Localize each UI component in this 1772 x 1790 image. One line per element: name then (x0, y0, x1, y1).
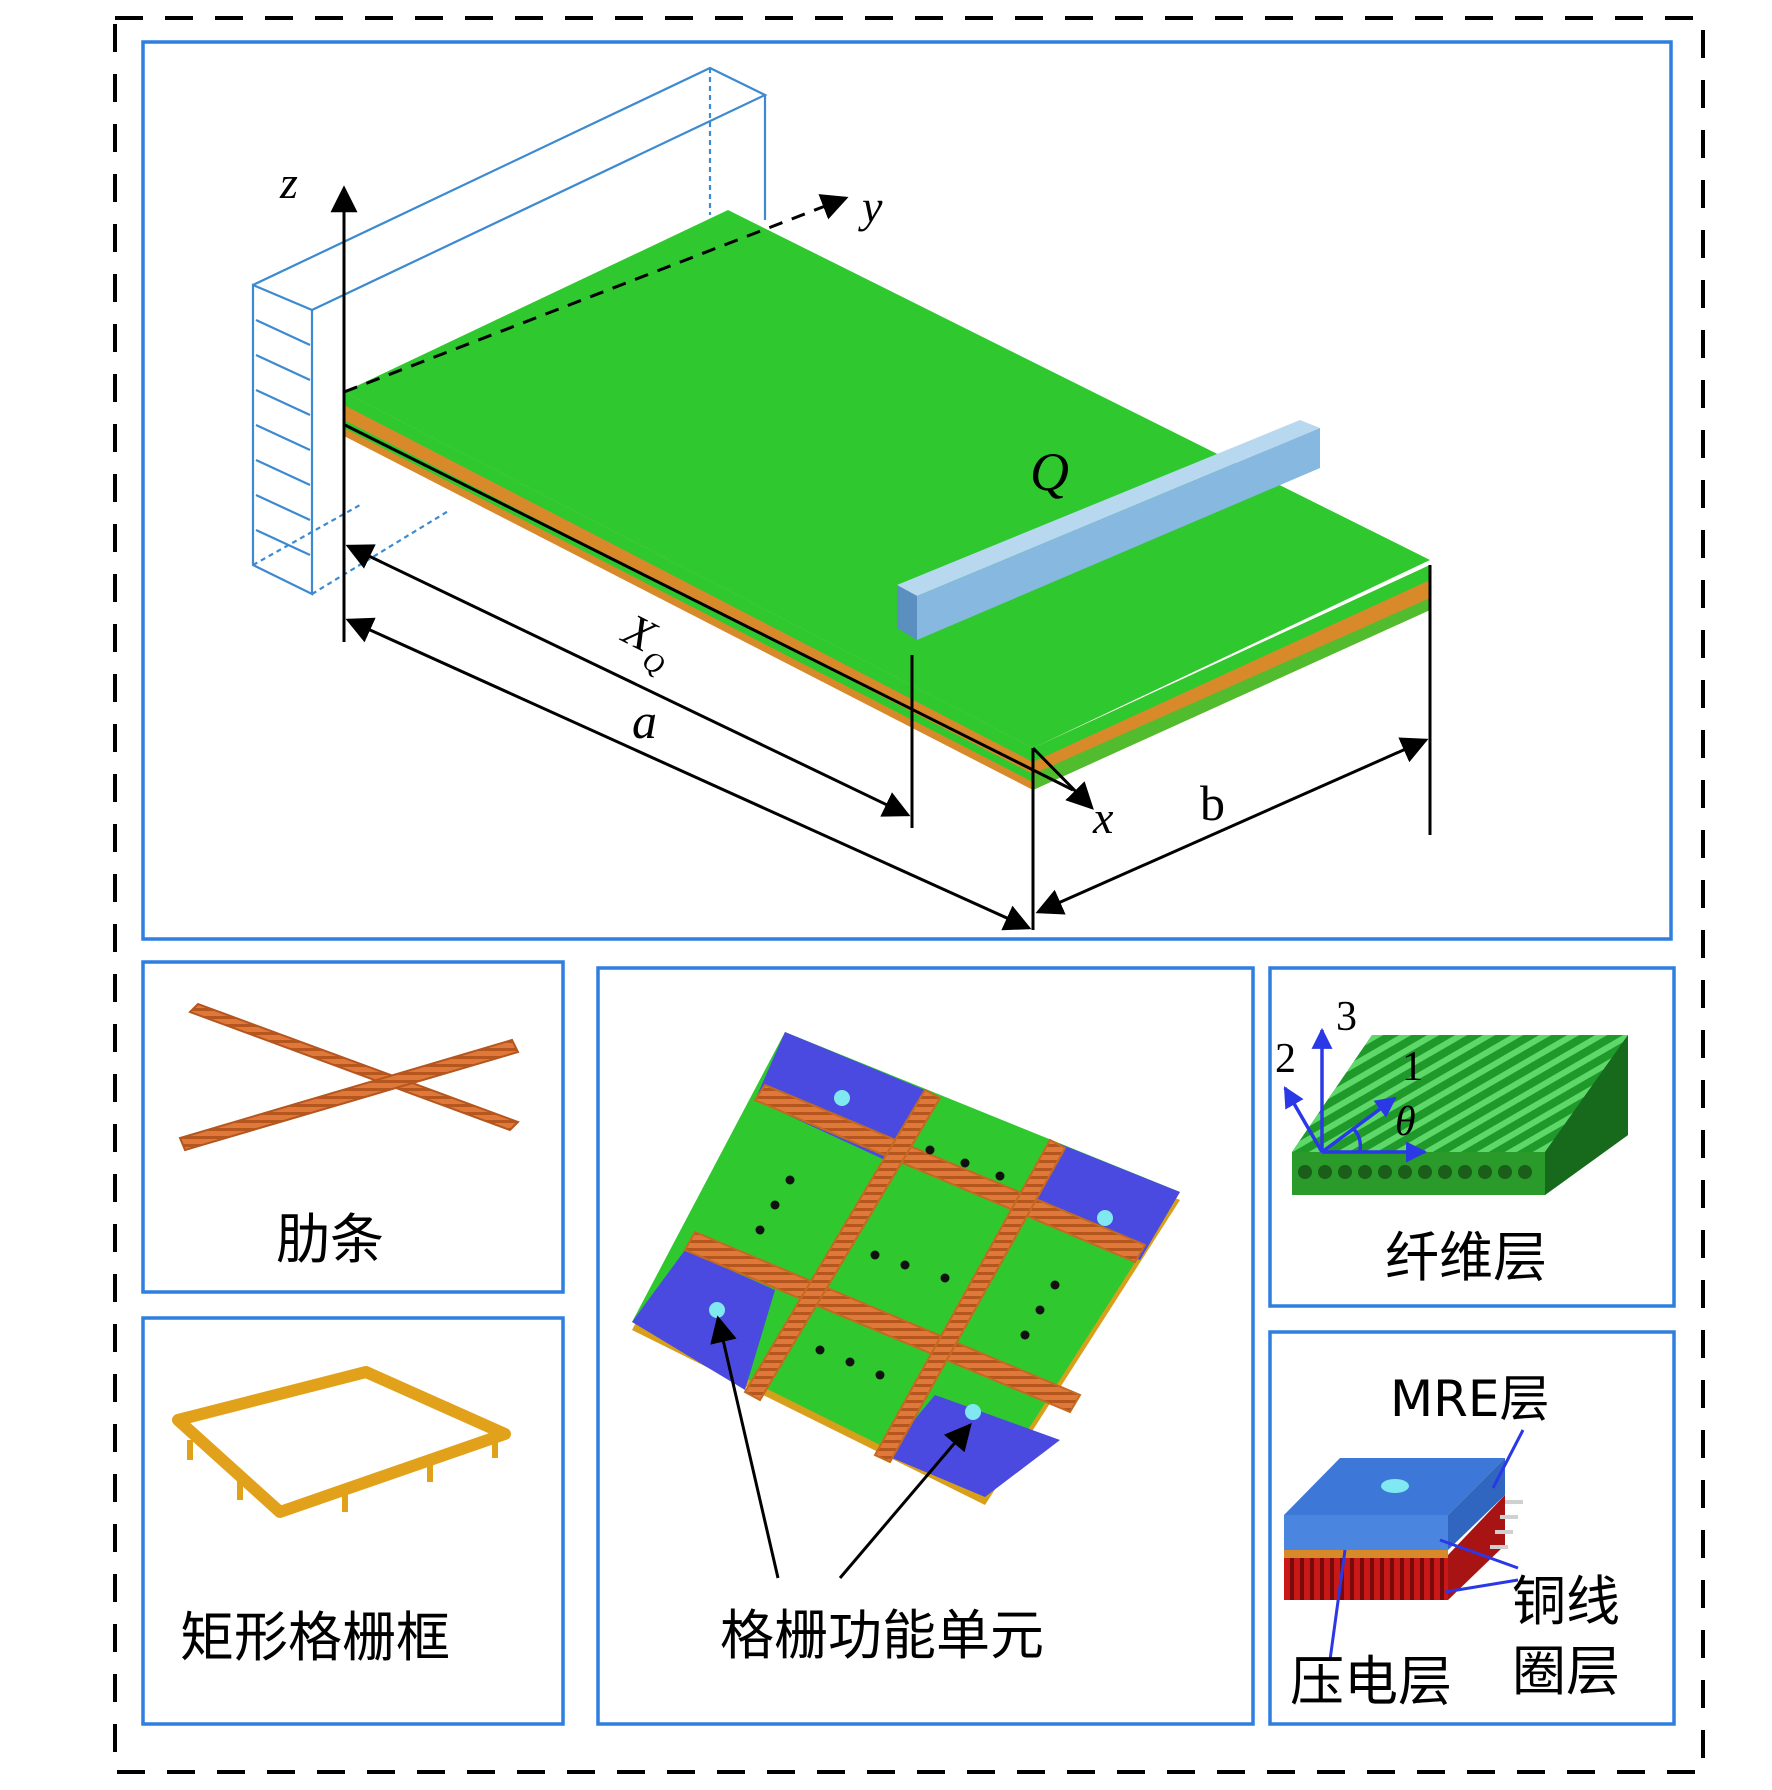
fiber-angle: θ (1395, 1099, 1416, 1145)
coil-label-line1: 铜线 (1512, 1570, 1620, 1633)
y-axis-line (343, 194, 849, 394)
a-dimension (345, 617, 1032, 931)
dimension-lines (345, 544, 1432, 931)
frame-label: 矩形格栅框 (180, 1606, 450, 1669)
y-axis-label: y (858, 181, 883, 232)
mre-label: MRE层 (1390, 1370, 1549, 1428)
rib-label: 肋条 (276, 1208, 384, 1271)
fiber-axes (1283, 1027, 1428, 1163)
z-axis-label: z (279, 157, 298, 208)
coil-label-line2: 圈层 (1512, 1640, 1620, 1703)
grid-unit (632, 1032, 1180, 1505)
fiber-axis-1: 1 (1402, 1044, 1423, 1090)
fiber-label: 纤维层 (1385, 1226, 1547, 1289)
frame-panel-border (141, 1316, 565, 1726)
rib-cross (178, 1002, 520, 1152)
fiber-axis-2: 2 (1275, 1036, 1296, 1082)
x-axis-label: x (1092, 792, 1114, 843)
grid-unit-label: 格栅功能单元 (720, 1604, 1044, 1667)
load-label: Q (1030, 442, 1069, 502)
piezo-label: 压电层 (1290, 1650, 1452, 1713)
outer-dashed-frame (113, 16, 1705, 1774)
b-label: b (1200, 775, 1225, 831)
fiber-axis-3: 3 (1336, 994, 1357, 1040)
fiber-layer (1292, 1035, 1628, 1195)
a-label: a (632, 693, 657, 749)
layer-stack (1284, 1458, 1523, 1600)
b-dimension (1035, 737, 1429, 915)
rectangular-grid-frame (172, 1366, 511, 1518)
fixed-support (251, 66, 768, 596)
layer-stack-leaders (1328, 1429, 1525, 1661)
grid-unit-arrows (710, 1315, 972, 1579)
